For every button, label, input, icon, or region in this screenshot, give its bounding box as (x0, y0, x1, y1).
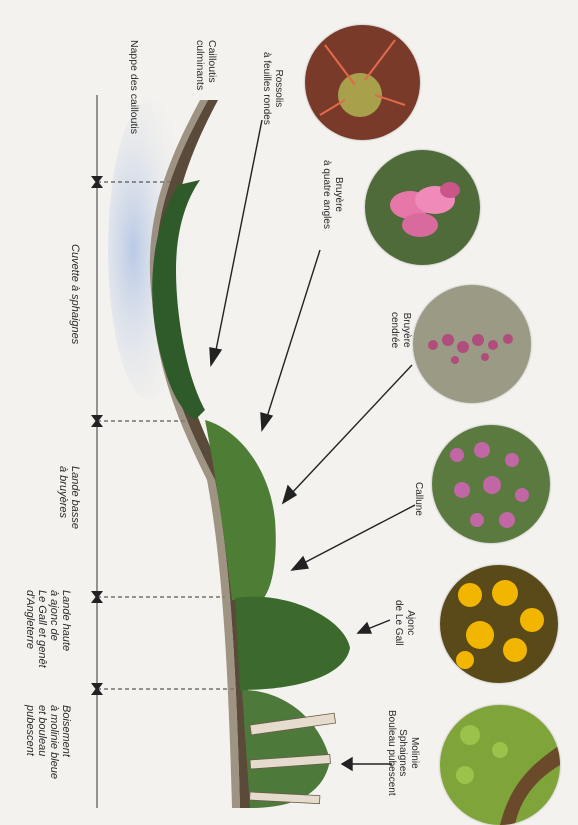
plant-label-molinie: Molinie Sphaignes Bouleau pubescent (386, 710, 421, 796)
gorse-vegetation (235, 597, 350, 690)
plant-label-bruyere-quatre: Bruyère à quatre angles (321, 160, 344, 229)
plant-label-callune: Callune (413, 482, 425, 516)
plant-label-ajonc: Ajonc de Le Gall (393, 600, 416, 646)
photo-bruyere-quatre-angles (365, 150, 480, 265)
zone-label-boisement: Boisement à molinie bleue et bouleau pub… (24, 705, 72, 779)
photo-rossolis (305, 25, 420, 140)
plant-label-rossolis: Rossolis à feuilles rondes (261, 52, 284, 125)
zone-label-lande-basse: Lande basse à bruyères (57, 466, 81, 529)
cailloutis-label: Cailloutis culminants (194, 40, 218, 90)
photo-molinie (440, 705, 560, 825)
photo-callune (432, 425, 550, 543)
zone-label-lande-haute: Lande haute à ajonc de Le Gall et genêt … (24, 590, 72, 668)
nappe-label: Nappe des cailloutis (128, 40, 140, 134)
photo-ajonc (440, 565, 558, 683)
photo-bruyere-cendree (413, 285, 531, 403)
zone-label-cuvette: Cuvette à sphaignes (69, 244, 81, 344)
plant-label-bruyere-cendree: Bruyère cendrée (389, 312, 412, 348)
woodland-vegetation (242, 690, 330, 808)
